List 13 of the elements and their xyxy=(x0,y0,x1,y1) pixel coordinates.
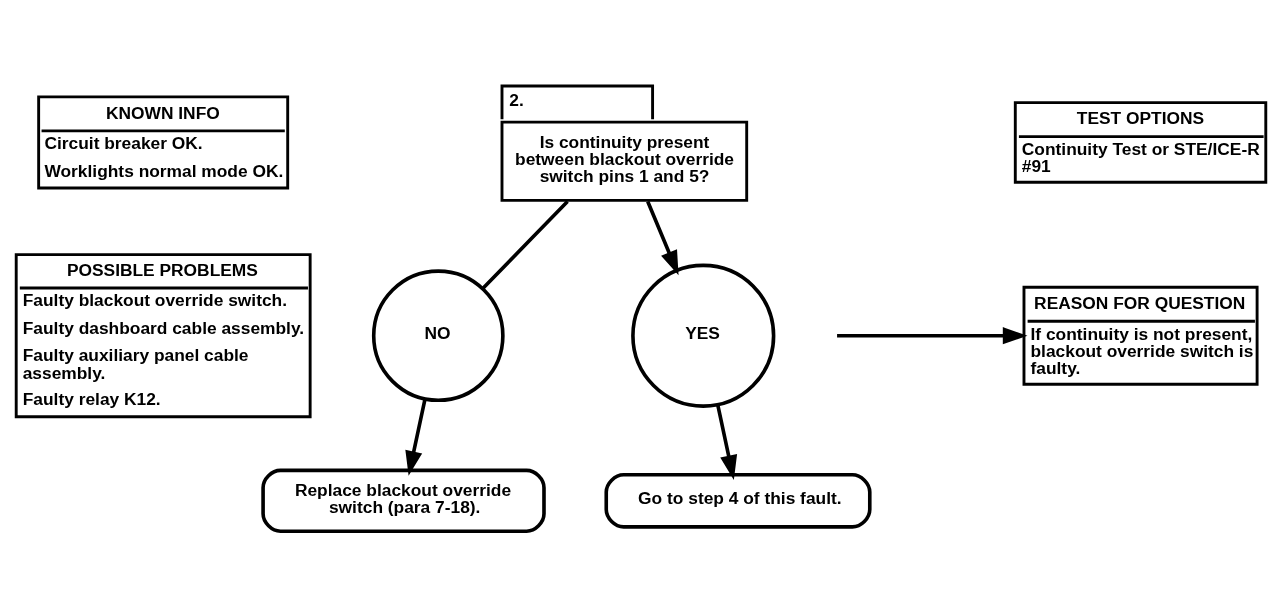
arrow xyxy=(837,326,1028,344)
node-box: Go to step 4 of this fault. xyxy=(604,472,872,529)
arrow xyxy=(646,200,679,275)
connector xyxy=(481,199,569,290)
arrow xyxy=(716,404,738,480)
node-box: KNOWN INFO Circuit breaker OK. Worklights normal mode OK. xyxy=(37,94,290,189)
node-box: TEST OPTIONS Continuity Test or STE/ICE-R #91 xyxy=(1013,100,1268,184)
arrow xyxy=(405,398,427,476)
node-box: REASON FOR QUESTION If continuity is not present, blackout override switch is faulty. xyxy=(1022,285,1259,386)
node-box: POSSIBLE PROBLEMS Faulty blackout override switch. Faulty dashboard cable assembly. Faulty auxiliary panel cable assembly. Faulty relay K12. xyxy=(14,252,312,418)
node-circle: YES xyxy=(631,263,776,408)
node-circle: NO xyxy=(371,268,505,402)
node-box: Replace blackout override switch (para 7-18). xyxy=(261,468,546,533)
